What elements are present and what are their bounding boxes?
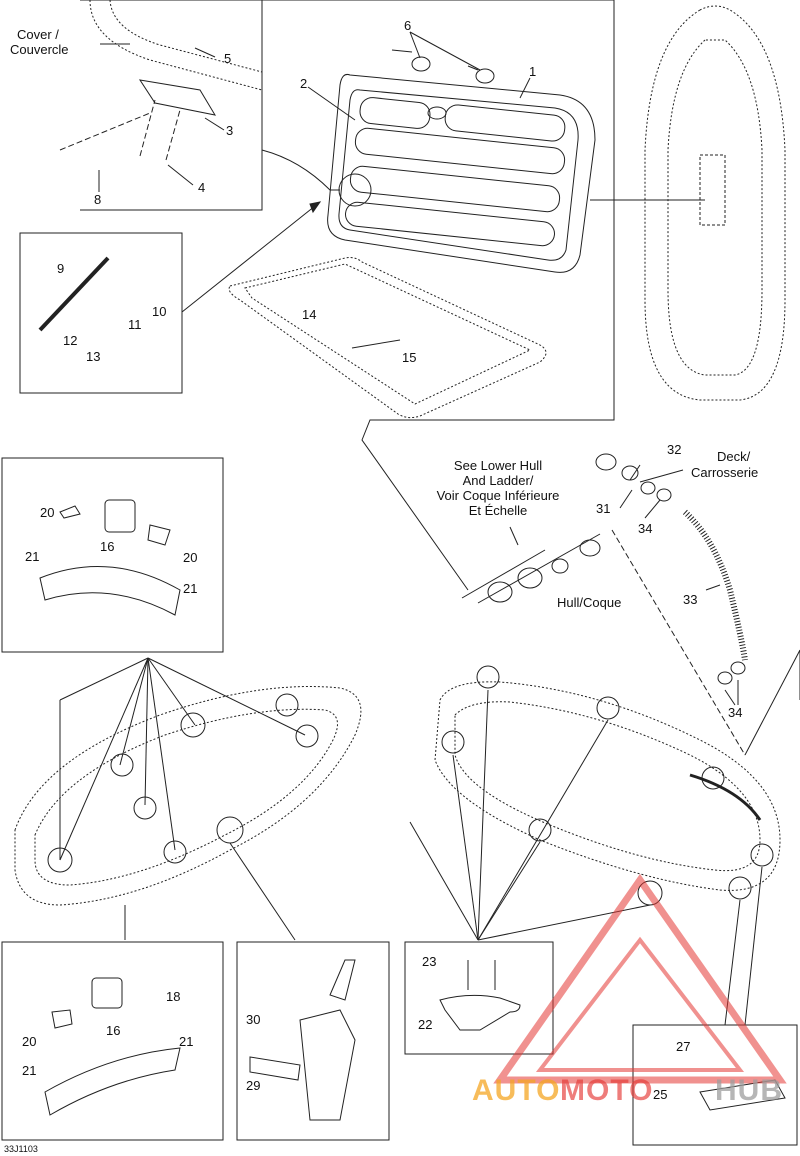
boat-left-view	[14, 686, 362, 906]
note-line-3: Voir Coque Inférieure	[436, 488, 560, 503]
cover-label: Cover /	[17, 27, 59, 42]
callout-29: 29	[246, 1078, 261, 1093]
hull-label: Hull/Coque	[557, 595, 622, 610]
callout-10: 10	[152, 304, 167, 319]
callout-15: 15	[402, 350, 417, 365]
storage-lid	[327, 74, 596, 273]
callout-34b: 34	[728, 705, 743, 720]
callout-8: 8	[94, 192, 102, 207]
note-line-1: See Lower Hull	[453, 458, 543, 473]
callout-21b: 21	[183, 581, 198, 596]
cover-detail-frame	[80, 0, 263, 211]
deck-label: Deck/	[717, 449, 751, 464]
callout-32: 32	[667, 442, 682, 457]
deck-label-fr: Carrosserie	[691, 465, 759, 480]
callout-13: 13	[86, 349, 101, 364]
gas-spring-detail-frame	[19, 232, 183, 394]
callout-16a: 16	[100, 539, 115, 554]
callout-11: 11	[128, 317, 142, 332]
figure-code: 33J1103	[4, 1144, 38, 1154]
cover-label-fr: Couvercle	[10, 42, 69, 57]
callout-2: 2	[300, 76, 308, 91]
note-line-2: And Ladder/	[462, 473, 534, 488]
cleat-detail-frame	[404, 941, 554, 1055]
watermark-text-moto: MOTO	[560, 1074, 654, 1107]
callout-12: 12	[63, 333, 78, 348]
callout-27: 27	[676, 1039, 691, 1054]
callout-22: 22	[418, 1017, 433, 1032]
callout-9: 9	[57, 261, 65, 276]
callout-5: 5	[224, 51, 232, 66]
callout-21a: 21	[25, 549, 40, 564]
callout-3: 3	[226, 123, 234, 138]
callout-21d: 21	[22, 1063, 37, 1078]
callout-21c: 21	[179, 1034, 194, 1049]
bracket-detail-frame	[632, 1024, 798, 1146]
callout-4: 4	[198, 180, 206, 195]
boat-right-view	[434, 681, 781, 891]
callout-33: 33	[683, 592, 698, 607]
callout-23: 23	[422, 954, 437, 969]
callout-25: 25	[653, 1087, 668, 1102]
watermark-text-auto: AUTO	[472, 1074, 561, 1107]
note-line-4: Et Échelle	[468, 503, 528, 518]
handle-detail-frame-bottom	[1, 941, 224, 1141]
callout-14: 14	[302, 307, 317, 322]
callout-34a: 34	[638, 521, 653, 536]
callout-18: 18	[166, 989, 181, 1004]
callout-20c: 20	[22, 1034, 37, 1049]
watermark-logo	[493, 873, 787, 1084]
callout-31: 31	[596, 501, 611, 516]
throttle-detail-frame	[236, 941, 390, 1141]
callout-30: 30	[246, 1012, 261, 1027]
callout-6: 6	[404, 18, 412, 33]
handle-detail-frame-top	[1, 457, 224, 653]
callout-16b: 16	[106, 1023, 121, 1038]
boat-top-view	[644, 5, 786, 401]
watermark-text-hub: HUB	[715, 1074, 783, 1107]
callout-20b: 20	[183, 550, 198, 565]
callout-20a: 20	[40, 505, 55, 520]
callout-1: 1	[529, 64, 537, 79]
drain-hose	[682, 509, 748, 661]
